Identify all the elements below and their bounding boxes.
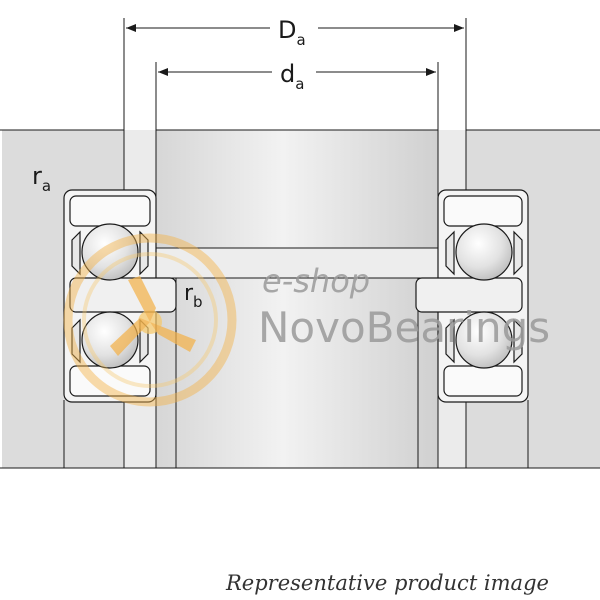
right-ball-top	[455, 223, 513, 281]
watermark-ring	[63, 233, 237, 407]
right-cage-top	[513, 230, 523, 276]
watermark-shop-text: e-shop	[262, 262, 370, 300]
left-ball-bottom	[81, 311, 139, 369]
caption-text: Representative product image	[225, 571, 549, 595]
radius-rb-label: rb	[184, 281, 203, 311]
left-cage-top	[71, 230, 81, 276]
right-spacer	[415, 277, 523, 313]
shaft	[135, 129, 459, 469]
left-washer-top	[69, 195, 151, 227]
dimension-Da: Da	[126, 14, 464, 49]
left-ball-top	[81, 223, 139, 281]
right-bearing	[415, 189, 529, 403]
right-cage-bottom	[513, 318, 523, 364]
radius-ra-label: ra	[32, 162, 51, 195]
dimension-da: da	[158, 58, 436, 93]
housing	[2, 130, 600, 468]
dimension-Da-label: Da	[278, 16, 306, 49]
watermark-brand-text: NovoBearings	[258, 303, 550, 352]
right-washer-bottom	[443, 365, 523, 397]
dimension-da-label: da	[280, 60, 304, 93]
extension-lines	[123, 18, 467, 130]
watermark-propeller	[110, 276, 196, 356]
right-cage-top	[445, 230, 455, 276]
shaft-body	[155, 129, 439, 469]
right-washer-top	[443, 195, 523, 227]
left-cage-bottom	[71, 318, 81, 364]
right-ball-bottom	[455, 311, 513, 369]
watermark-logo	[63, 233, 237, 407]
left-bearing	[63, 189, 177, 403]
left-cage-top	[139, 230, 149, 276]
right-cage-bottom	[445, 318, 455, 364]
watermark-ring-inner	[82, 252, 218, 388]
